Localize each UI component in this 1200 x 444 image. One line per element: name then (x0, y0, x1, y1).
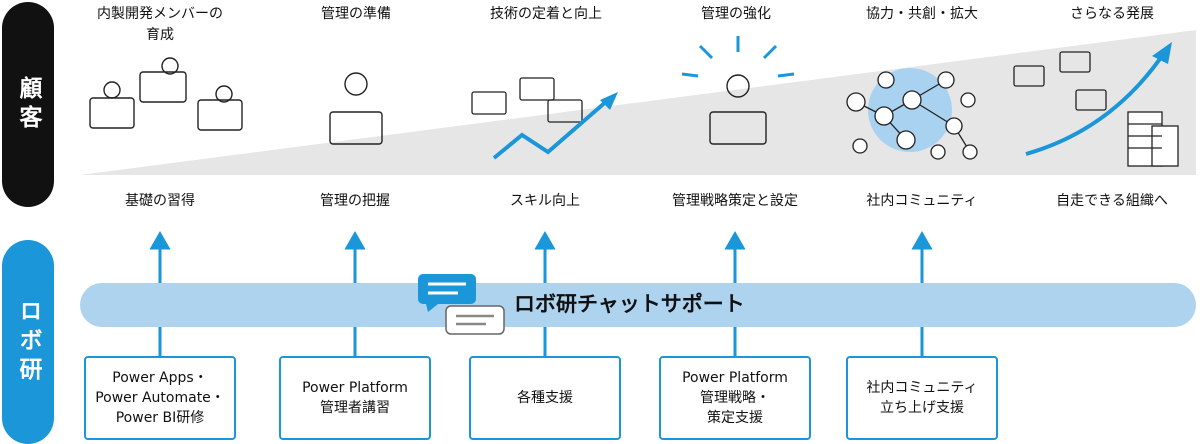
chat-support-band (80, 283, 1196, 327)
robo-side-label: ロボ研 (2, 240, 54, 444)
illustration-skill-up (471, 77, 583, 123)
emphasis-rays-icon (681, 36, 795, 78)
arrow-up-3 (534, 230, 556, 250)
outcome-5: 社内コミュニティ (866, 193, 978, 209)
service-various-support: 各種支援 (469, 356, 621, 440)
service-community-launch: 社内コミュニティ立ち上げ支援 (846, 356, 998, 440)
outcome-2: 管理の把握 (320, 193, 390, 209)
stage-title-6: さらなる発展 (1070, 6, 1154, 22)
outcome-3: スキル向上 (510, 193, 580, 209)
office-building-icon (1127, 111, 1179, 167)
growth-curve-arrow (1025, 54, 1164, 156)
arrow-up-2 (344, 230, 366, 250)
community-network-icon (846, 71, 978, 160)
outcome-4: 管理戦略策定と設定 (672, 193, 798, 209)
chat-bubbles-icon (418, 274, 505, 335)
stage-title-2: 管理の準備 (321, 6, 391, 22)
stage-title-4: 管理の強化 (701, 6, 771, 22)
illustration-admin-prep (329, 72, 383, 145)
arrow-up-4 (724, 230, 746, 250)
arrow-up-5 (911, 230, 933, 250)
outcome-1: 基礎の習得 (125, 193, 195, 209)
outcome-6: 自走できる組織へ (1056, 193, 1168, 209)
stage-title-5: 協力・共創・拡大 (866, 6, 978, 22)
chat-support-label: ロボ研チャットサポート (514, 292, 745, 316)
illustration-further-development (1013, 51, 1107, 111)
stage-title-3: 技術の定着と向上 (490, 6, 602, 22)
illustration-members-training (89, 57, 243, 131)
stage-title-1: 内製開発メンバーの育成 (97, 6, 223, 43)
service-training: Power Apps・Power Automate・Power BI研修 (84, 356, 236, 440)
arrow-up-1 (149, 230, 171, 250)
illustration-admin-strengthen (709, 74, 767, 145)
skill-up-trend-arrow (492, 98, 610, 160)
customer-side-label: 顧客 (2, 2, 54, 207)
